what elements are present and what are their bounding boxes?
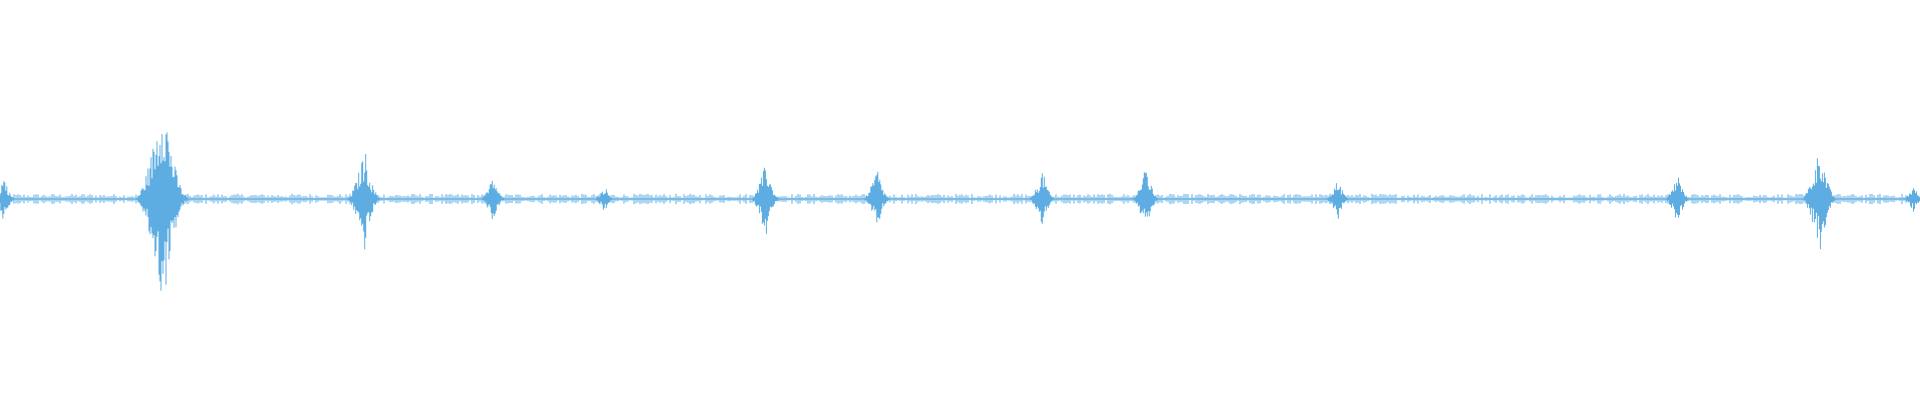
waveform-burst-1 <box>0 181 17 219</box>
waveform-burst-5 <box>593 189 615 210</box>
waveform-burst-3 <box>347 154 383 250</box>
waveform-burst-7 <box>863 171 892 223</box>
waveform-burst-11 <box>1665 177 1691 218</box>
waveform-burst-10 <box>1325 183 1350 219</box>
waveform-burst-9 <box>1131 172 1160 217</box>
waveform-burst-4 <box>480 180 506 219</box>
waveform-burst-8 <box>1028 173 1056 224</box>
waveform-burst-12 <box>1801 158 1838 250</box>
waveform-burst-2 <box>135 132 191 291</box>
waveform-noise <box>0 193 1919 205</box>
waveform-burst-6 <box>750 167 781 234</box>
waveform-burst-13 <box>1903 188 1920 212</box>
